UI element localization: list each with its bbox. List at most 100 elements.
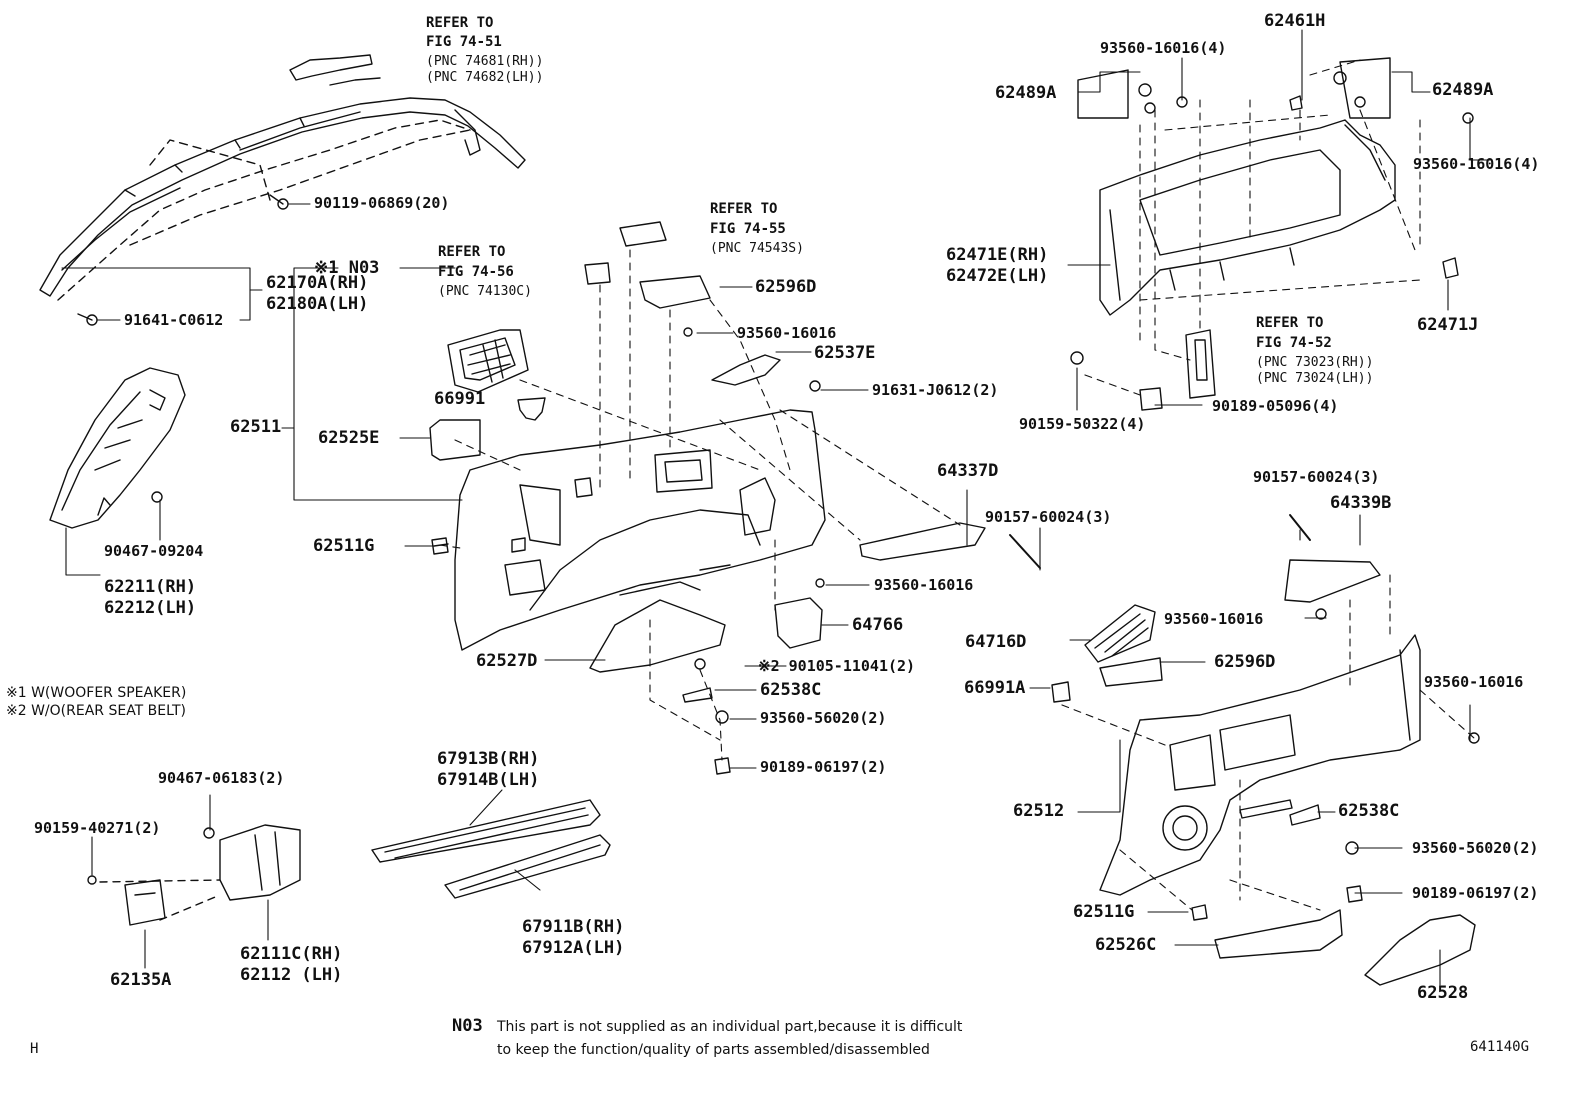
footer-note-line2: to keep the function/quality of parts as… — [497, 1042, 930, 1058]
footer-N03-code: N03 — [452, 1016, 483, 1036]
bracket-64337D-drawing — [859, 522, 986, 561]
box-62596D-drawing — [639, 275, 711, 309]
part-67911B: 67911B(RH) — [522, 917, 625, 937]
ref-3-line2: FIG 74-56 — [438, 264, 514, 280]
part-62211: 62211(RH) — [104, 577, 197, 597]
part-66991A: 66991A — [964, 678, 1026, 698]
part-90159-40271: 90159-40271(2) — [34, 819, 161, 837]
part-62528: 62528 — [1417, 983, 1469, 1003]
quarter-trim-62512-drawing — [1051, 514, 1480, 986]
part-90189-06197-a: 90189-06197(2) — [760, 758, 887, 776]
back-door-trim-drawing — [1070, 57, 1474, 411]
part-93560-16016-b: 93560-16016 — [874, 576, 974, 594]
part-62170A: 62170A(RH) — [266, 273, 369, 293]
part-67914B: 67914B(LH) — [437, 770, 540, 790]
part-62538C-right: 62538C — [1338, 801, 1400, 821]
footer-note-line1: This part is not supplied as an individu… — [497, 1019, 963, 1035]
quarter-trim-62511-drawing — [454, 409, 826, 651]
note-woofer: ※1 W(WOOFER SPEAKER) — [6, 685, 187, 701]
part-93560-16016-e: 93560-16016 — [1164, 610, 1264, 628]
part-62111C: 62111C(RH) — [240, 944, 343, 964]
part-90159-50322: 90159-50322(4) — [1019, 415, 1146, 433]
part-62472E: 62472E(LH) — [946, 266, 1049, 286]
ref-1-pnc1: (PNC 74681(RH)) — [426, 54, 544, 69]
ref-1-line1: REFER TO — [426, 15, 494, 31]
pad-62525E-drawing — [429, 419, 481, 461]
part-90467-06183: 90467-06183(2) — [158, 769, 285, 787]
part-93560-16016-f: 93560-16016 — [1424, 673, 1524, 691]
roof-side-garnish-drawing — [39, 54, 526, 326]
kick-panel-drawing — [87, 824, 301, 926]
part-91631-J0612: 91631-J0612(2) — [872, 381, 999, 399]
ref-4-line2: FIG 74-52 — [1256, 335, 1332, 351]
part-62511G-left: 62511G — [313, 536, 375, 556]
part-93560-56020-b: 93560-56020(2) — [1412, 839, 1539, 857]
part-64337D: 64337D — [937, 461, 999, 481]
ref-4-pnc2: (PNC 73024(LH)) — [1256, 371, 1374, 386]
cover-74130C-drawing — [584, 262, 611, 285]
part-62112: 62112 (LH) — [240, 965, 343, 985]
part-62537E: 62537E — [814, 343, 876, 363]
speaker-bracket-drawing — [447, 329, 529, 393]
bracket-62537E-drawing — [711, 354, 781, 386]
part-62212: 62212(LH) — [104, 598, 197, 618]
part-62596D-center: 62596D — [755, 277, 817, 297]
part-62489A-right: 62489A — [1432, 80, 1494, 100]
part-62512: 62512 — [1013, 801, 1065, 821]
ref-1-line2: FIG 74-51 — [426, 34, 502, 50]
pad-62527D-drawing — [589, 599, 726, 673]
part-90105-11041: ※2 90105-11041(2) — [758, 657, 916, 675]
ref-3-pnc1: (PNC 74130C) — [438, 284, 532, 299]
part-93560-56020-a: 93560-56020(2) — [760, 709, 887, 727]
ref-2-line1: REFER TO — [710, 201, 778, 217]
note-rear-seat-belt: ※2 W/O(REAR SEAT BELT) — [6, 703, 187, 719]
part-62135A: 62135A — [110, 970, 172, 990]
ref-2-pnc1: (PNC 74543S) — [710, 241, 804, 256]
part-62471J: 62471J — [1417, 315, 1479, 335]
leader-lines — [61, 29, 1493, 986]
part-64716D: 64716D — [965, 632, 1027, 652]
part-90157-60024-a: 90157-60024(3) — [985, 508, 1112, 526]
part-62526C: 62526C — [1095, 935, 1157, 955]
part-N03-marker: ※1 N03 — [314, 258, 380, 278]
ref-4-pnc1: (PNC 73023(RH)) — [1256, 355, 1374, 370]
part-62596D-right: 62596D — [1214, 652, 1276, 672]
part-90157-60024-b: 90157-60024(3) — [1253, 468, 1380, 486]
ref-1-pnc2: (PNC 74682(LH)) — [426, 70, 544, 85]
scuff-plates-drawing — [371, 799, 611, 899]
clip-66991-drawing — [517, 397, 546, 421]
part-62511: 62511 — [230, 417, 282, 437]
grille-74543S-drawing — [619, 221, 667, 247]
part-93560-16016-c: 93560-16016(4) — [1100, 39, 1227, 57]
footer-left-mark: H — [30, 1041, 39, 1057]
pillar-garnish-drawing — [49, 367, 186, 529]
part-90189-05096: 90189-05096(4) — [1212, 397, 1339, 415]
part-91641-C0612: 91641-C0612 — [124, 311, 224, 329]
ref-2-line2: FIG 74-55 — [710, 221, 786, 237]
part-90119-06869: 90119-06869(20) — [314, 194, 450, 212]
part-90189-06197-b: 90189-06197(2) — [1412, 884, 1539, 902]
ref-3-line1: REFER TO — [438, 244, 506, 260]
figure-id: 641140G — [1470, 1039, 1530, 1055]
part-62538C-center: 62538C — [760, 680, 822, 700]
part-64766: 64766 — [852, 615, 904, 635]
assembly-guides — [439, 249, 961, 761]
part-93560-16016-d: 93560-16016(4) — [1413, 155, 1540, 173]
part-66991: 66991 — [434, 389, 486, 409]
part-62471E: 62471E(RH) — [946, 245, 1049, 265]
part-93560-16016-a: 93560-16016 — [737, 324, 837, 342]
part-64339B: 64339B — [1330, 493, 1392, 513]
part-62527D: 62527D — [476, 651, 538, 671]
ref-4-line1: REFER TO — [1256, 315, 1324, 331]
part-62180A: 62180A(LH) — [266, 294, 369, 314]
cover-64766-drawing — [774, 597, 823, 649]
part-67913B: 67913B(RH) — [437, 749, 540, 769]
part-90467-09204: 90467-09204 — [104, 542, 204, 560]
part-62489A-left: 62489A — [995, 83, 1057, 103]
part-62461H: 62461H — [1264, 11, 1326, 31]
part-67912A: 67912A(LH) — [522, 938, 625, 958]
part-62511G-right: 62511G — [1073, 902, 1135, 922]
part-62525E: 62525E — [318, 428, 380, 448]
